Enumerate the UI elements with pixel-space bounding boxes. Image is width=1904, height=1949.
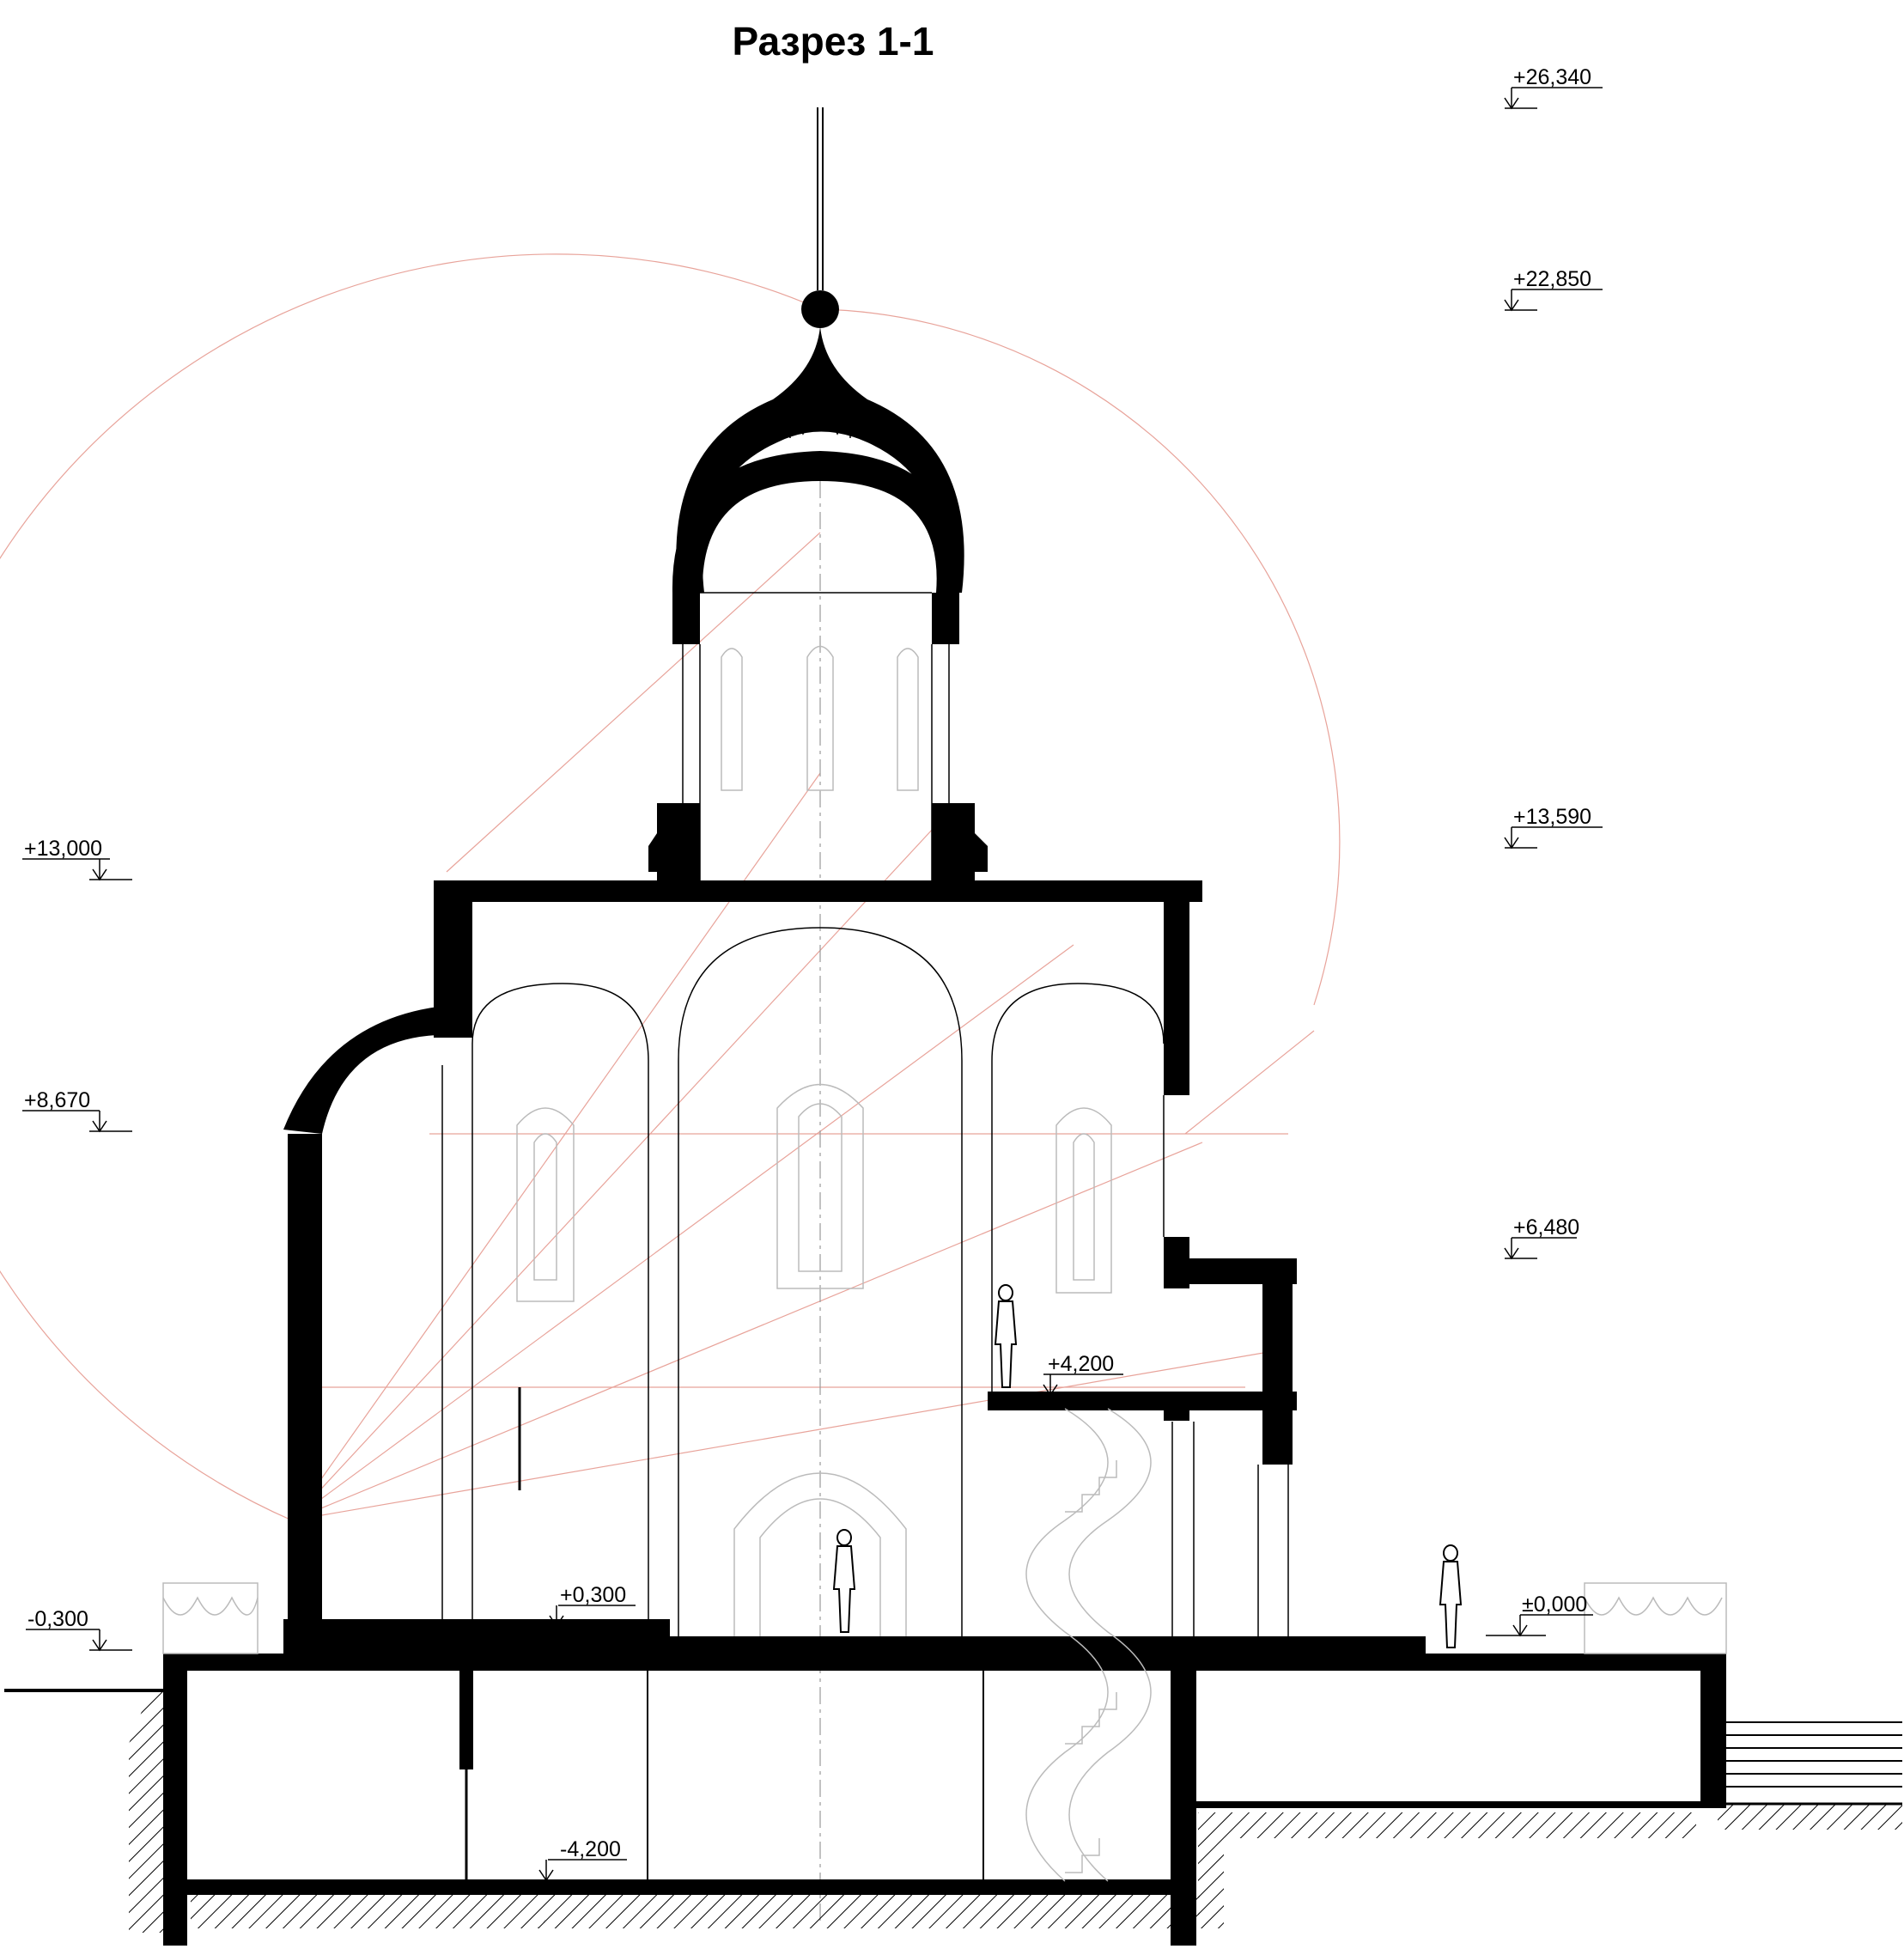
drawing-title: Разрез 1-1 xyxy=(733,19,934,64)
drum-interior xyxy=(682,592,950,902)
ground xyxy=(4,1689,1902,1933)
level-22850: +22,850 xyxy=(1513,267,1591,291)
main-walls xyxy=(283,593,1297,1619)
level-minus-0300: -0,300 xyxy=(27,1607,88,1631)
level-plus-0300: +0,300 xyxy=(560,1583,626,1607)
exterior-steps xyxy=(1726,1721,1902,1788)
level-labels: +26,340 +22,850 +13,590 +6,480 +13,000 +… xyxy=(24,65,1591,1861)
level-8670: +8,670 xyxy=(24,1088,90,1112)
railings xyxy=(162,1582,1727,1654)
level-0000: ±0,000 xyxy=(1522,1593,1587,1617)
human-figures xyxy=(832,1284,1463,1648)
spiral-staircase xyxy=(1025,1408,1152,1882)
level-markers xyxy=(22,87,1603,1882)
level-13000: +13,000 xyxy=(24,837,102,861)
level-13590: +13,590 xyxy=(1513,805,1591,829)
level-6480: +6,480 xyxy=(1513,1215,1579,1239)
floor-slab xyxy=(283,1619,1426,1654)
level-minus-4200: -4,200 xyxy=(560,1837,621,1861)
level-4200: +4,200 xyxy=(1048,1352,1114,1376)
level-26340: +26,340 xyxy=(1513,65,1591,89)
basement xyxy=(163,1654,1726,1946)
nave-interior xyxy=(441,927,1289,1636)
onion-dome xyxy=(672,107,964,593)
